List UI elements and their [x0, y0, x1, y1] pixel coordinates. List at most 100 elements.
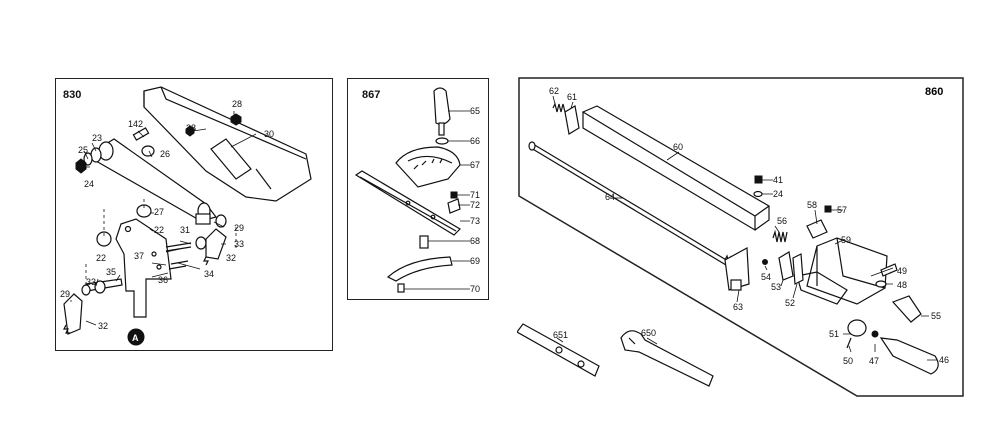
callout-32b: 32 [98, 321, 108, 331]
callout-68: 68 [470, 236, 480, 246]
callout-30: 30 [264, 129, 274, 139]
callout-67: 67 [470, 160, 480, 170]
pivot-rod [81, 278, 123, 296]
callout-41: 41 [773, 175, 783, 185]
miter-bar [354, 170, 461, 236]
callout-48: 48 [897, 280, 907, 290]
lock-plate-52 [792, 253, 804, 285]
bushings [96, 204, 227, 247]
callout-53: 53 [771, 282, 781, 292]
callout-54: 54 [761, 272, 771, 282]
callout-36: 36 [158, 275, 168, 285]
callout-29a: 29 [234, 223, 244, 233]
callout-59: 59 [841, 235, 851, 245]
pin-54 [762, 259, 768, 265]
panel-867-title: 867 [362, 89, 381, 101]
screw-41 [754, 175, 763, 184]
splitter-plate [115, 218, 172, 318]
stop-plate [447, 198, 461, 214]
callout-55: 55 [931, 311, 941, 321]
callout-31: 31 [180, 225, 190, 235]
screw-57 [824, 205, 832, 213]
callout-49: 49 [897, 266, 907, 276]
panel-860-border [518, 77, 964, 397]
pins [165, 236, 207, 270]
callout-33b: 33 [86, 277, 96, 287]
callout-71: 71 [470, 190, 480, 200]
panel-830: 830 [55, 78, 333, 351]
fence-head [796, 237, 888, 305]
pointer-plate [386, 256, 453, 282]
callout-28a: 28 [232, 99, 242, 109]
callout-24: 24 [84, 179, 94, 189]
callout-29b: 29 [60, 289, 70, 299]
miter-gauge-assembly-drawing: 65 66 67 71 72 73 68 69 70 [354, 87, 480, 294]
callout-22a: 22 [154, 225, 164, 235]
callout-50: 50 [843, 356, 853, 366]
callout-66: 66 [470, 136, 480, 146]
screw [450, 191, 458, 199]
reference-a-label: A [132, 333, 139, 343]
callout-73: 73 [470, 216, 480, 226]
callout-63: 63 [733, 302, 743, 312]
callout-65: 65 [470, 106, 480, 116]
callout-24c: 24 [773, 189, 783, 199]
callout-28b: 28 [186, 123, 196, 133]
callout-58: 58 [807, 200, 817, 210]
panel-830-title: 830 [63, 89, 82, 101]
blade-guard-assembly-drawing: A 28 142 28 30 23 25 26 24 27 22 29 31 3… [60, 86, 312, 346]
callout-72: 72 [470, 200, 480, 210]
pivot-pin [419, 235, 429, 249]
callout-51: 51 [829, 329, 839, 339]
clamp-foot [730, 279, 742, 291]
callout-142: 142 [128, 119, 143, 129]
callout-651: 651 [553, 330, 568, 340]
wrench-650 [620, 330, 714, 387]
callout-61: 61 [567, 92, 577, 102]
callout-52: 52 [785, 298, 795, 308]
callout-56: 56 [777, 216, 787, 226]
callout-23: 23 [92, 133, 102, 143]
callout-69: 69 [470, 256, 480, 266]
bolt-55 [891, 295, 922, 323]
callout-37: 37 [134, 251, 144, 261]
fence-rail [581, 105, 771, 232]
miter-gauge-body [395, 146, 461, 188]
washer-24 [753, 190, 763, 198]
callout-70: 70 [470, 284, 480, 294]
cam-51 [847, 319, 867, 337]
callout-25: 25 [78, 145, 88, 155]
washer-47 [871, 330, 879, 338]
callout-64: 64 [605, 192, 615, 202]
panel-860-title: 860 [925, 86, 943, 98]
washer-48 [875, 280, 887, 288]
callout-34: 34 [204, 269, 214, 279]
rip-fence-assembly-drawing: 860 [517, 77, 964, 397]
pin-49 [880, 263, 898, 277]
wrench-651 [517, 323, 600, 377]
callout-32a: 32 [226, 253, 236, 263]
washer [435, 137, 449, 145]
lock-plate-53 [778, 251, 794, 281]
miter-handle [433, 87, 451, 136]
anti-kickback-pawl-left [63, 293, 83, 335]
callout-650: 650 [641, 328, 656, 338]
callout-26: 26 [160, 149, 170, 159]
screw-70 [397, 283, 405, 293]
pin-50 [846, 337, 852, 349]
callout-57: 57 [837, 205, 847, 215]
callout-60: 60 [673, 142, 683, 152]
bracket-61 [564, 105, 580, 135]
callout-33a: 33 [234, 239, 244, 249]
callout-22b: 22 [96, 253, 106, 263]
panel-867: 867 65 66 6 [347, 78, 489, 300]
callout-47: 47 [869, 356, 879, 366]
callout-35: 35 [106, 267, 116, 277]
anti-kickback-pawl-right [203, 228, 227, 266]
panel-860: 860 [517, 76, 965, 398]
callout-27: 27 [154, 207, 164, 217]
blade-guard-cover [143, 86, 312, 202]
handle-46 [879, 337, 939, 375]
spring-56 [772, 229, 788, 243]
callout-62: 62 [549, 86, 559, 96]
